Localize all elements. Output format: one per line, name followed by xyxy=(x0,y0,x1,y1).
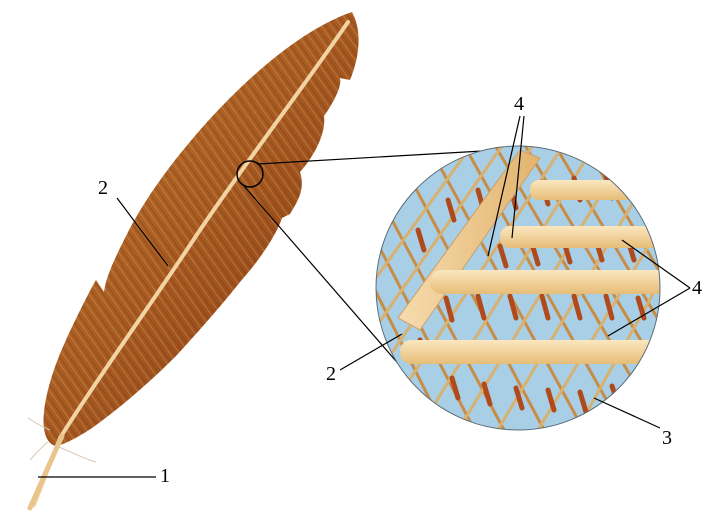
label-barbule-right: 4 xyxy=(692,278,702,298)
barb-bar xyxy=(500,226,708,248)
leader-barb xyxy=(594,398,660,428)
label-barbule-top: 4 xyxy=(514,94,524,114)
label-quill: 1 xyxy=(160,466,170,486)
barb-bar xyxy=(400,340,708,364)
barb-bar xyxy=(430,270,708,294)
label-rachis-zoom: 2 xyxy=(326,364,336,384)
zoomed-view xyxy=(360,120,708,460)
label-barb: 3 xyxy=(662,428,672,448)
barb-bar xyxy=(530,180,708,200)
label-rachis: 2 xyxy=(98,178,108,198)
